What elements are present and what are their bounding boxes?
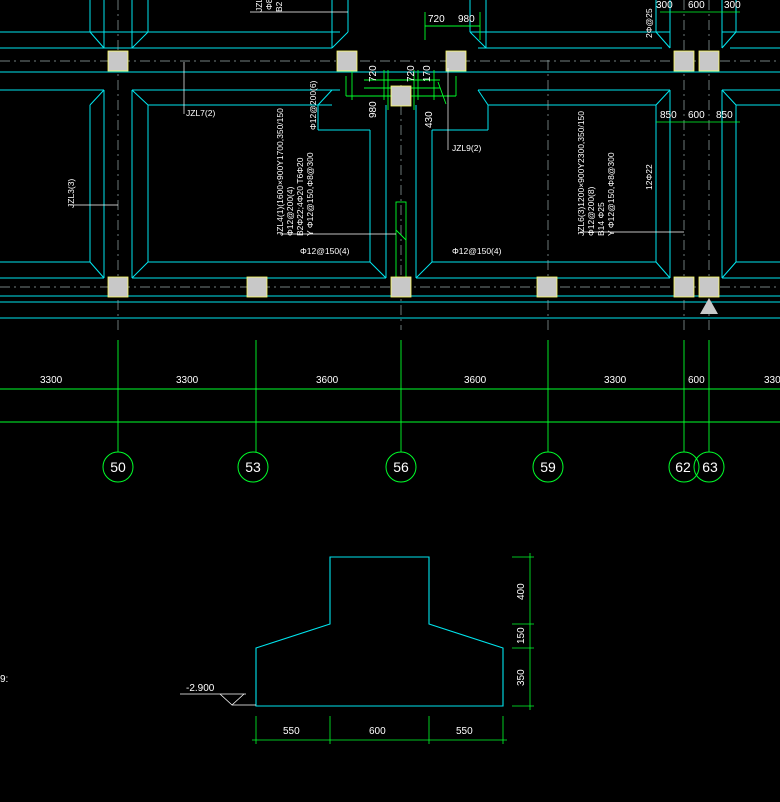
dim-980: 980 [458,14,475,25]
section-texts: -2.900 400 150 350 550 600 550 9: [0,583,527,737]
width-dim-550-2: 550 [456,726,473,737]
stirrup-note-c: Φ12@200(6) [308,80,318,130]
detail-lines-green [345,12,481,281]
spacing-dim: 3600 [464,375,487,386]
column [673,50,695,72]
jzl4-note-2: Φ12@200(4) [285,186,295,236]
jzl6-note-3: B14 Φ25 [596,202,606,236]
top-mid-note-1: JZL [254,0,264,12]
beam-label-jzl3: JZL3(3) [66,179,76,208]
column [445,50,467,72]
dim-430: 430 [424,111,435,128]
level-label: -2.900 [186,683,215,694]
spacing-dim: 3300 [604,375,627,386]
axis-bubble [668,451,700,483]
axis-dimension-lines [0,340,780,452]
axis-bubble [693,451,725,483]
dim-170: 170 [422,65,433,82]
column [698,50,720,72]
jzl4-note-3: B2Φ22;4Φ20 T6Φ20 [295,157,305,236]
dim-300-top: 300 [656,0,673,11]
axis-label: 59 [540,459,556,475]
axis-label: 63 [702,459,718,475]
width-dim-550: 550 [283,726,300,737]
top-mid-note-3: B2 [274,1,284,12]
height-dim-350: 350 [516,669,527,686]
spacing-dim: 3300 [176,375,199,386]
dim-980-vert: 980 [368,101,379,118]
bar-note-22: 12Φ22 [644,164,654,190]
axis-bubble [385,451,417,483]
axis-bubbles [102,451,725,483]
spacing-dim-leading: 3300 [40,375,63,386]
section-mark-triangle [700,298,718,314]
column [390,85,412,107]
jzl6-note-4: Y Φ12@150,Φ8@300 [606,152,616,236]
axis-labels: 50 53 56 59 62 63 [110,459,718,475]
beam-grid [0,0,780,319]
footing-section-outline [255,556,504,707]
column [246,276,268,298]
dim-300-top-2: 300 [724,0,741,11]
dim-720: 720 [428,14,445,25]
top-dimension-lines [656,11,740,123]
axis-label: 62 [675,459,691,475]
jzl4-note-4: Y Φ12@150,Φ8@300 [305,152,315,236]
spacing-dim: 600 [688,375,705,386]
column [336,50,358,72]
left-edge-marker: 9: [0,674,8,685]
top-bar-note: 2Φ@25 [644,8,654,38]
section-dimension-lines [252,553,534,744]
columns [107,50,720,298]
level-marker [180,693,256,706]
dim-850-2: 850 [716,110,733,121]
dim-720-vert-2: 720 [406,65,417,82]
jzl6-note-2: Φ12@200(8) [586,186,596,236]
axis-bubble [237,451,269,483]
axis-label: 56 [393,459,409,475]
width-dim-600: 600 [369,726,386,737]
beam-label-jzl9: JZL9(2) [452,143,481,153]
column [698,276,720,298]
column [390,276,412,298]
axis-label: 53 [245,459,261,475]
jzl6-note-1: JZL6(3)1200×900Y2300,350/150 [576,111,586,236]
stirrup-note-b: Φ12@150(4) [452,246,502,256]
top-dimensions: 720 980 720 720 170 980 430 300 600 300 … [368,0,741,128]
column [107,50,129,72]
beam-labels: JZL7(2) JZL3(3) JZL9(2) JZL4(1)(1600×900… [66,0,654,256]
axis-label: 50 [110,459,126,475]
column [673,276,695,298]
jzl4-note-1: JZL4(1)(1600×900Y1700,350/150 [275,108,285,236]
height-dim-400: 400 [516,583,527,600]
leader-lines [70,11,684,235]
dim-600-top: 600 [688,0,705,11]
dim-850: 850 [660,110,677,121]
height-dim-150: 150 [516,627,527,644]
stirrup-note-a: Φ12@150(4) [300,246,350,256]
spacing-dim: 330 [764,375,780,386]
axis-spacing-dims: 3300 3300 3600 3600 3300 600 330 [40,375,780,386]
beam-label-jzl7: JZL7(2) [186,108,215,118]
dim-720-vert: 720 [368,65,379,82]
dim-600-mid: 600 [688,110,705,121]
column [536,276,558,298]
spacing-dim: 3600 [316,375,339,386]
column [107,276,129,298]
axis-bubble [532,451,564,483]
axis-bubble [102,451,134,483]
top-mid-note-2: Φ8 [264,0,274,10]
